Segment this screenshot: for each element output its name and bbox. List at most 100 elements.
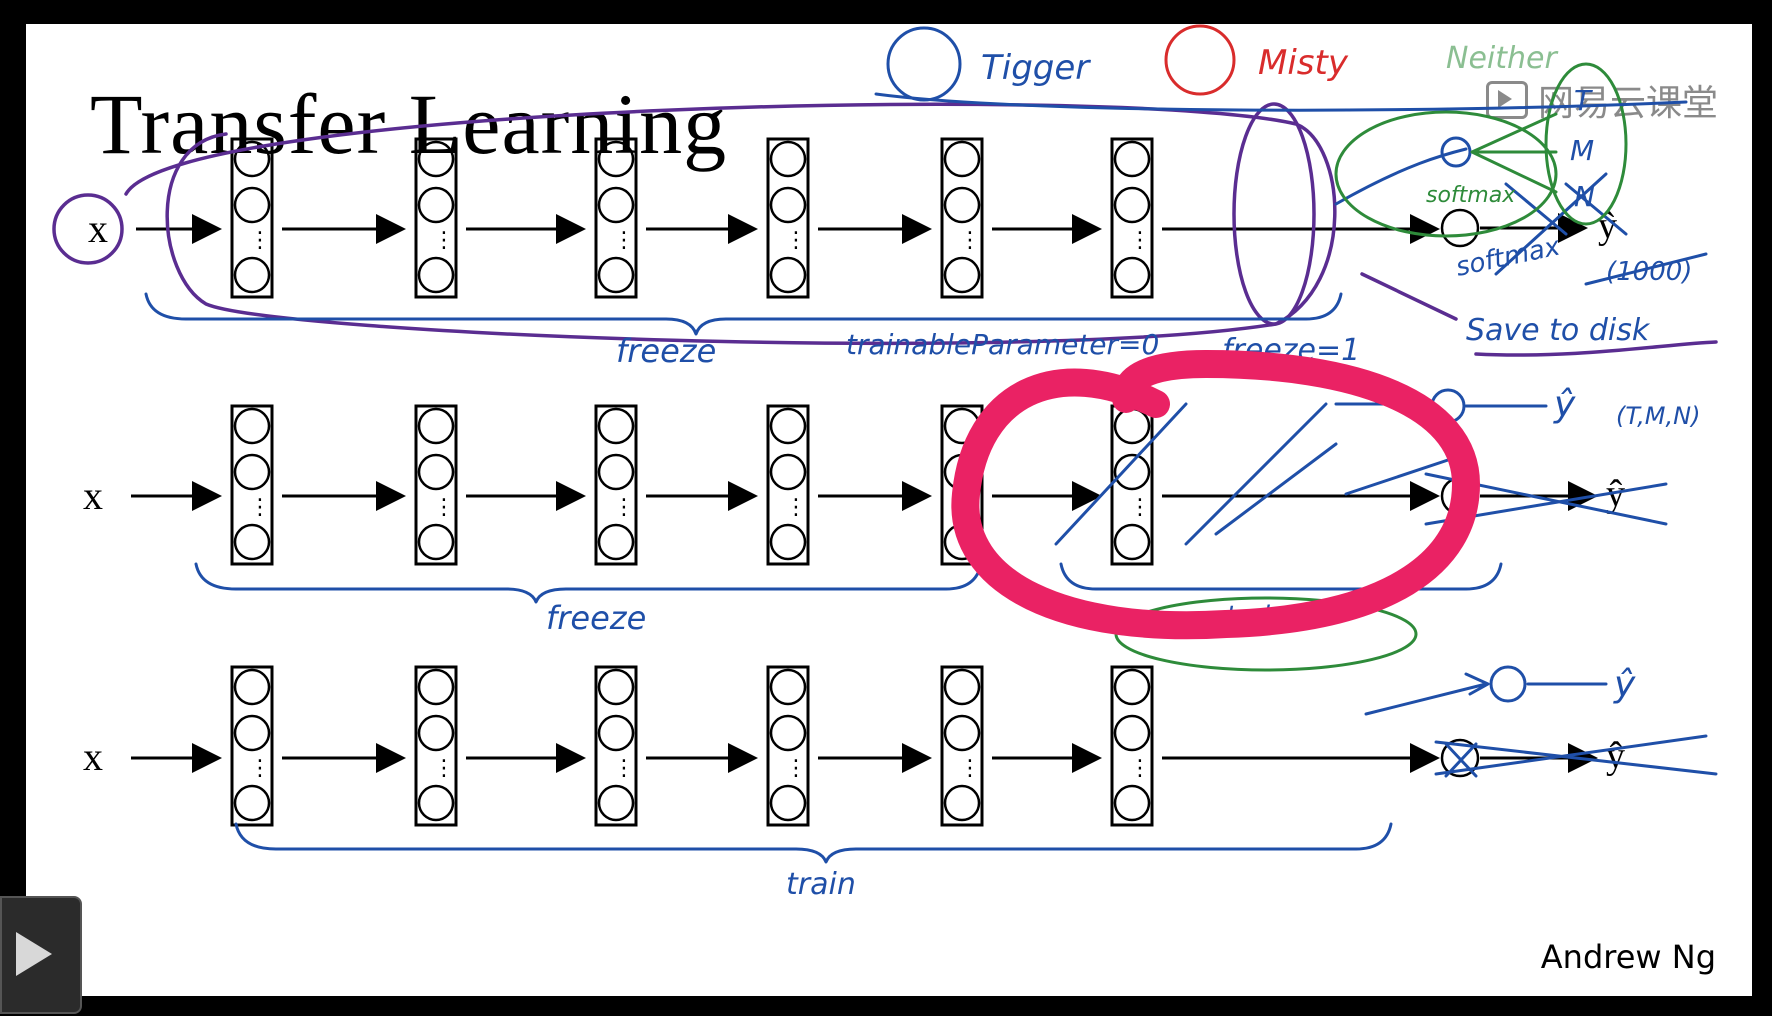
layer-2-2	[414, 404, 458, 566]
neuron-3-4-1	[769, 668, 807, 706]
neuron-3-3-2	[597, 714, 635, 752]
layer-3-5	[940, 665, 984, 827]
trainable-param-label: trainableParameter=0	[846, 328, 1159, 361]
output-node-3	[1440, 738, 1480, 778]
softmax-arrow	[1334, 147, 1468, 206]
neuron-3-3-1	[597, 668, 635, 706]
train-label: train	[786, 867, 856, 902]
layer-3-2	[414, 665, 458, 827]
freeze-label-2: freeze	[546, 599, 646, 637]
highlight-circle	[951, 349, 1481, 640]
tmn-label: (T,M,N)	[1616, 402, 1700, 430]
neuron-3-4-3	[769, 784, 807, 822]
class-m: M	[1570, 134, 1594, 167]
layer-3-4	[766, 665, 810, 827]
pet-neither: Neither	[1446, 41, 1558, 76]
neuron-3-3-3	[597, 784, 635, 822]
neuron-3-5-1	[943, 668, 981, 706]
freeze-label-1: freeze	[616, 332, 716, 370]
brace-row-2	[194, 562, 983, 604]
neuron-3-2-2	[417, 714, 455, 752]
yhat-new-3: ŷ	[1613, 664, 1636, 705]
layer-dots-1-6: ⋮	[1129, 228, 1151, 253]
class-arrows	[1470, 112, 1558, 194]
brace-row-1	[144, 292, 1343, 336]
layer-dots-1-3: ⋮	[613, 228, 635, 253]
layer-dots-3-2: ⋮	[433, 756, 455, 781]
misty-face-icon	[1164, 24, 1236, 96]
layer-dots-3-1: ⋮	[249, 756, 271, 781]
neuron-1-5-1	[943, 140, 981, 178]
layer-1-1	[230, 137, 274, 299]
layer-dots-2-1: ⋮	[249, 495, 271, 520]
neuron-1-1-2	[233, 186, 271, 224]
yhat-new-2: ŷ	[1553, 384, 1576, 425]
neuron-1-1-3	[233, 256, 271, 294]
save-underline	[1474, 340, 1718, 357]
watermark: 网易云课堂	[1486, 74, 1718, 126]
layer-dots-3-5: ⋮	[959, 756, 981, 781]
neuron-2-1-2	[233, 453, 271, 491]
new-output-node-3	[1489, 665, 1527, 703]
neuron-2-3-1	[597, 407, 635, 445]
count-label: (1000)	[1606, 257, 1692, 287]
neuron-3-6-3	[1113, 784, 1151, 822]
layer-2-4	[766, 404, 810, 566]
layer-dots-1-2: ⋮	[433, 228, 455, 253]
neuron-1-4-3	[769, 256, 807, 294]
layer-dots-2-2: ⋮	[433, 495, 455, 520]
new-head-arrow-3	[1364, 672, 1490, 716]
brace-row-3	[234, 822, 1393, 864]
layer-dots-3-4: ⋮	[785, 756, 807, 781]
input-x-1: x	[88, 206, 108, 251]
play-button[interactable]	[0, 896, 82, 1014]
neuron-1-5-2	[943, 186, 981, 224]
save-arrow	[1360, 272, 1458, 321]
neuron-3-6-2	[1113, 714, 1151, 752]
class-n: N	[1574, 180, 1595, 213]
play-logo-icon	[1486, 81, 1528, 119]
input-x-circle	[52, 193, 124, 265]
layer-3-6	[1110, 665, 1154, 827]
layer-1-4	[766, 137, 810, 299]
yhat-3: ŷ	[1606, 735, 1625, 777]
output-node-1	[1440, 208, 1480, 248]
input-x-2: x	[83, 473, 103, 518]
neuron-3-1-3	[233, 784, 271, 822]
network-diagram: x x x ⋮⋮⋮⋮⋮⋮⋮⋮⋮⋮⋮⋮⋮⋮⋮⋮⋮⋮ ŷ ŷ ŷ soft	[52, 24, 1718, 902]
softmax-label-strike: softmax	[1453, 231, 1563, 282]
pet-misty: Misty	[1258, 43, 1349, 83]
layer-2-3	[594, 404, 638, 566]
save-to-disk-label: Save to disk	[1466, 313, 1651, 348]
new-output-node	[1440, 136, 1472, 168]
layer-dots-2-4: ⋮	[785, 495, 807, 520]
layer-dots-1-4: ⋮	[785, 228, 807, 253]
neuron-3-1-1	[233, 668, 271, 706]
layer-1-6	[1110, 137, 1154, 299]
neuron-1-2-1	[417, 140, 455, 178]
neuron-1-6-1	[1113, 140, 1151, 178]
neuron-2-3-2	[597, 453, 635, 491]
layer-dots-2-6: ⋮	[1129, 495, 1151, 520]
neuron-3-2-3	[417, 784, 455, 822]
neuron-2-6-3	[1113, 523, 1151, 561]
layer-dots-3-3: ⋮	[613, 756, 635, 781]
neuron-3-4-2	[769, 714, 807, 752]
neuron-3-2-1	[417, 668, 455, 706]
pets-underline	[874, 92, 1688, 112]
brace-row-2-right	[1059, 562, 1503, 591]
slide-author: Andrew Ng	[1540, 938, 1716, 976]
neuron-3-1-2	[233, 714, 271, 752]
slide-title: Transfer Learning	[90, 76, 728, 172]
neuron-1-4-1	[769, 140, 807, 178]
layer-1-2	[414, 137, 458, 299]
neuron-1-2-2	[417, 186, 455, 224]
neuron-1-6-2	[1113, 186, 1151, 224]
class-t: T	[1574, 84, 1593, 117]
neuron-3-6-1	[1113, 668, 1151, 706]
layer-3-3	[594, 665, 638, 827]
neuron-1-6-3	[1113, 256, 1151, 294]
neuron-2-4-1	[769, 407, 807, 445]
lecture-slide: Transfer Learning 网易云课堂 Andrew Ng x x x …	[26, 24, 1752, 996]
